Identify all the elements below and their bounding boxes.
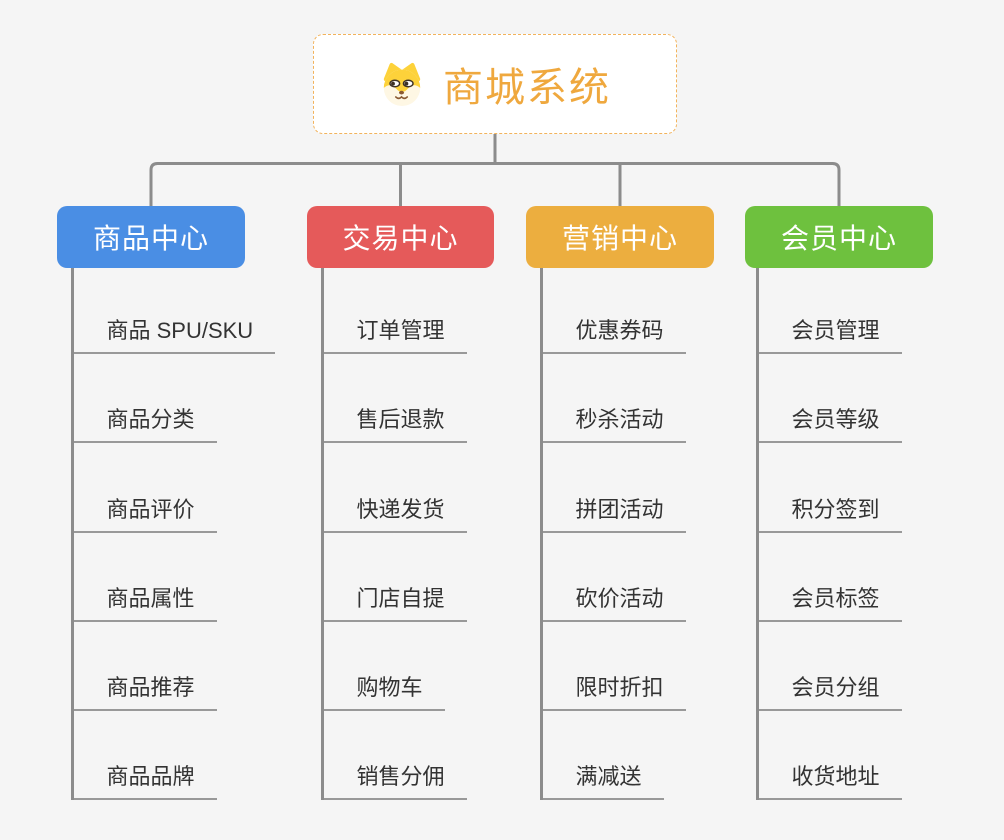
leaf-topic[interactable]: 秒杀活动 bbox=[542, 399, 686, 443]
leaf-topic[interactable]: 优惠券码 bbox=[542, 310, 686, 354]
branch-label: 营销中心 bbox=[561, 223, 678, 254]
leaf-topic[interactable]: 收货地址 bbox=[758, 756, 902, 800]
leaf-topic[interactable]: 限时折扣 bbox=[542, 667, 686, 711]
branch-node-marketing-center[interactable]: 营销中心 bbox=[526, 206, 714, 268]
leaf-topic[interactable]: 会员分组 bbox=[758, 667, 902, 711]
leaf-topic[interactable]: 砍价活动 bbox=[542, 578, 686, 622]
dog-icon bbox=[383, 62, 421, 107]
branch-label: 交易中心 bbox=[342, 223, 459, 254]
leaf-topic[interactable]: 满减送 bbox=[542, 756, 664, 800]
branch-label: 会员中心 bbox=[780, 223, 897, 254]
bus-line bbox=[149, 162, 841, 206]
leaf-topic[interactable]: 积分签到 bbox=[758, 489, 902, 533]
branch-column-member-center: 会员管理 会员等级 积分签到 会员标签 会员分组 收货地址 bbox=[755, 268, 996, 800]
leaf-topic[interactable]: 商品推荐 bbox=[73, 667, 217, 711]
branch-node-member-center[interactable]: 会员中心 bbox=[745, 206, 933, 268]
leaf-topic[interactable]: 商品评价 bbox=[73, 489, 217, 533]
branch-label: 商品中心 bbox=[92, 223, 209, 254]
leaf-topic[interactable]: 商品 SPU/SKU bbox=[73, 310, 276, 354]
leaf-topic[interactable]: 会员标签 bbox=[758, 578, 902, 622]
root-node-mall-system[interactable]: 商城系统 bbox=[313, 34, 677, 134]
leaf-topic[interactable]: 购物车 bbox=[323, 667, 445, 711]
leaf-topic[interactable]: 门店自提 bbox=[323, 578, 467, 622]
leaf-topic[interactable]: 拼团活动 bbox=[542, 489, 686, 533]
leaf-topic[interactable]: 销售分佣 bbox=[323, 756, 467, 800]
branch-column-marketing-center: 优惠券码 秒杀活动 拼团活动 砍价活动 限时折扣 满减送 bbox=[539, 268, 780, 800]
branch-column-trade-center: 订单管理 售后退款 快递发货 门店自提 购物车 销售分佣 bbox=[320, 268, 561, 800]
leaf-topic[interactable]: 订单管理 bbox=[323, 310, 467, 354]
leaf-topic[interactable]: 快递发货 bbox=[323, 489, 467, 533]
leaf-topic[interactable]: 商品分类 bbox=[73, 399, 217, 443]
leaf-topic[interactable]: 售后退款 bbox=[323, 399, 467, 443]
leaf-topic[interactable]: 会员管理 bbox=[758, 310, 902, 354]
branch-node-product-center[interactable]: 商品中心 bbox=[57, 206, 245, 268]
branch-node-trade-center[interactable]: 交易中心 bbox=[307, 206, 494, 268]
leaf-topic[interactable]: 商品属性 bbox=[73, 578, 217, 622]
branch-column-product-center: 商品 SPU/SKU 商品分类 商品评价 商品属性 商品推荐 商品品牌 bbox=[70, 268, 311, 800]
leaf-topic[interactable]: 会员等级 bbox=[758, 399, 902, 443]
root-title: 商城系统 bbox=[443, 66, 611, 110]
leaf-topic[interactable]: 商品品牌 bbox=[73, 756, 217, 800]
